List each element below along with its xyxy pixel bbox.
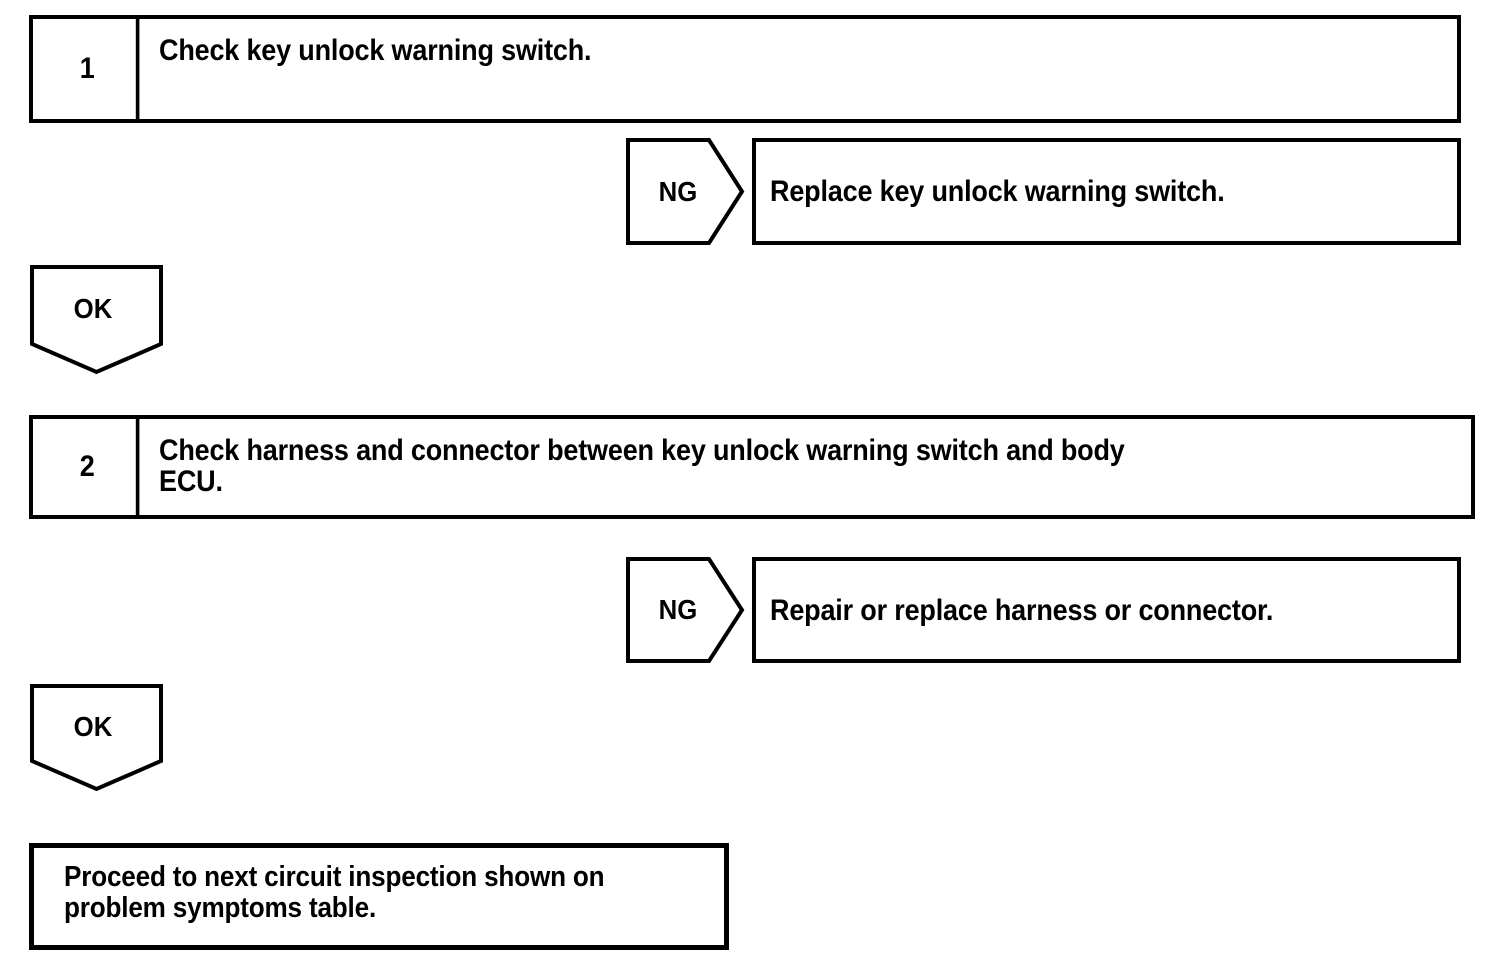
step-1-number: 1 <box>39 19 140 119</box>
step-1-body: Check key unlock warning switch. <box>145 19 1457 119</box>
step-2-body: Check harness and connector between key … <box>145 419 1471 515</box>
terminal-box: Proceed to next circuit inspection shown… <box>29 843 729 950</box>
ok-arrow-shape-2 <box>30 684 163 792</box>
branch-ok-arrow-1: OK <box>30 265 166 375</box>
ng-result-text-1: Replace key unlock warning switch. <box>770 175 1225 208</box>
step-2-box: 2 Check harness and connector between ke… <box>29 415 1475 519</box>
ng-arrow-shape-1 <box>626 138 745 245</box>
ok-arrow-shape-1 <box>30 265 163 375</box>
step-2-number: 2 <box>39 419 140 515</box>
branch-ng-arrow-1: NG <box>626 138 746 245</box>
branch-ok-arrow-2: OK <box>30 684 166 792</box>
ng-result-box-2: Repair or replace harness or connector. <box>752 557 1461 663</box>
step-1-text: Check key unlock warning switch. <box>159 34 592 67</box>
step-2-text: Check harness and connector between key … <box>159 434 1125 498</box>
ng-result-box-1: Replace key unlock warning switch. <box>752 138 1461 245</box>
terminal-text: Proceed to next circuit inspection shown… <box>64 861 605 924</box>
branch-ng-arrow-2: NG <box>626 557 746 663</box>
step-1-box: 1 Check key unlock warning switch. <box>29 15 1461 123</box>
ng-result-text-2: Repair or replace harness or connector. <box>770 593 1274 627</box>
ng-arrow-shape-2 <box>626 557 745 663</box>
